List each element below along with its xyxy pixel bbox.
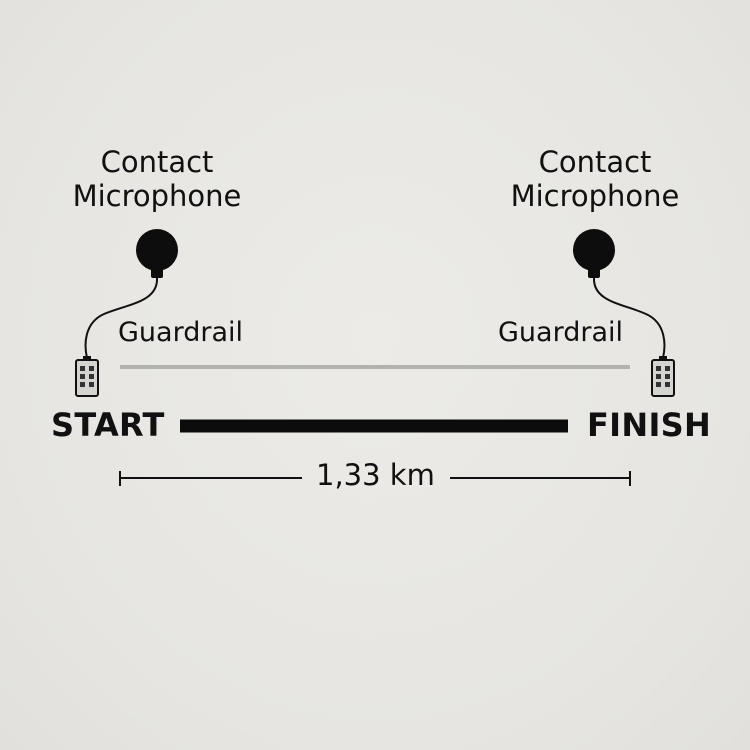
left-microphone-title-line1: Contact (100, 145, 214, 179)
recorder-device-icon (651, 356, 675, 397)
contact-microphone-icon (573, 229, 615, 278)
distance-label: 1,33 km (316, 458, 435, 492)
guardrail-label-right: Guardrail (498, 317, 623, 348)
start-label: START (51, 406, 165, 444)
microphone-cable-left (84, 277, 159, 359)
right-microphone-title: Contact Microphone (475, 145, 715, 213)
contact-microphone-icon (136, 229, 178, 278)
distance-dimension (119, 471, 631, 486)
right-microphone-title-line2: Microphone (510, 179, 680, 214)
recorder-device-icon (75, 356, 99, 397)
microphone-cable-right (592, 277, 666, 359)
left-microphone-title: Contact Microphone (37, 145, 277, 213)
right-microphone-title-line1: Contact (538, 145, 652, 179)
guardrail-label-left: Guardrail (118, 317, 243, 348)
finish-label: FINISH (587, 406, 712, 444)
left-microphone-title-line2: Microphone (72, 179, 242, 214)
